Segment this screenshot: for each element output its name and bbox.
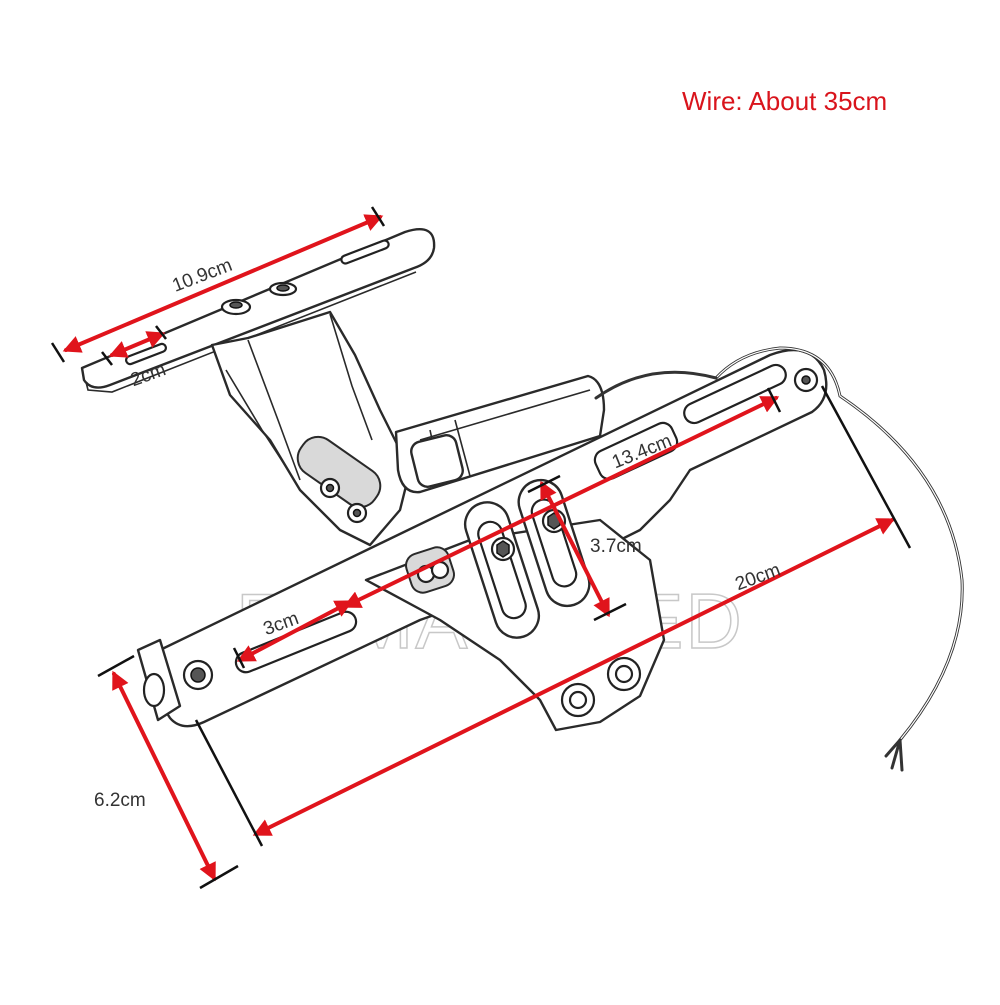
label-overall: 20cm — [732, 560, 783, 596]
dim-line-top-slot — [108, 331, 166, 358]
vertical-bracket — [210, 310, 412, 547]
label-center-slot: 3.7cm — [590, 536, 642, 557]
dim-line-top-bracket — [62, 214, 384, 353]
dim-line-height — [112, 670, 216, 882]
wire-length-note: Wire: About 35cm — [682, 86, 888, 116]
label-height: 6.2cm — [94, 790, 146, 811]
wire — [594, 346, 964, 772]
dim-line-overall — [252, 518, 896, 836]
dimension-lines — [50, 206, 912, 890]
